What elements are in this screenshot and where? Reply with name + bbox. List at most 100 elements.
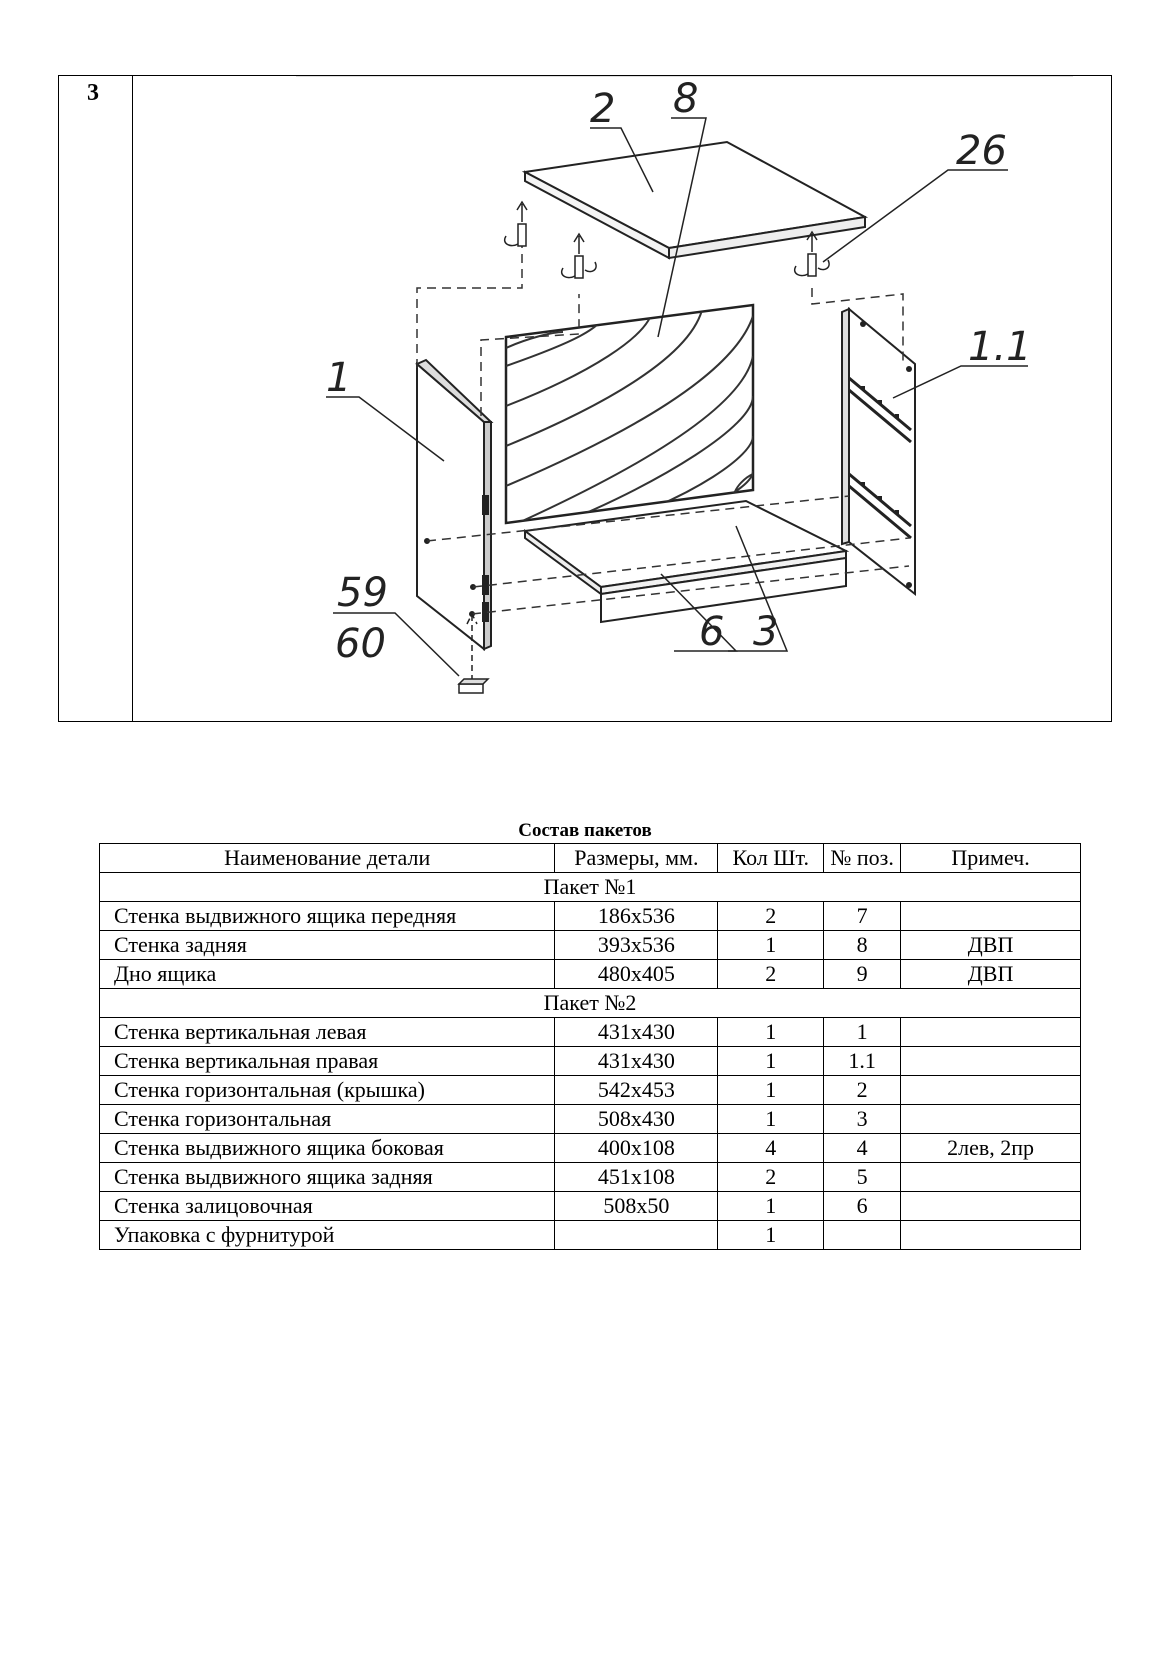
part-dimensions: 480x405	[554, 959, 719, 989]
header-dimensions: Размеры, мм.	[554, 843, 719, 873]
part-position	[823, 1220, 902, 1250]
part-position: 1.1	[823, 1046, 902, 1076]
callout-59: 59	[337, 570, 388, 616]
part-quantity: 1	[717, 1046, 825, 1076]
part-quantity: 2	[717, 959, 825, 989]
part-dimensions: 400x108	[554, 1133, 719, 1163]
table-row: Упаковка с фурнитурой 1	[98, 1220, 1081, 1250]
part-position: 5	[823, 1162, 902, 1192]
table-row: Стенка выдвижного ящика задняя 451x108 2…	[98, 1162, 1081, 1192]
callout-26: 26	[956, 128, 1007, 174]
part-note	[900, 1104, 1081, 1134]
part-name: Упаковка с фурнитурой	[98, 1220, 556, 1250]
part-quantity: 2	[717, 901, 825, 931]
table-row: Стенка горизонтальная 508x430 1 3	[98, 1104, 1081, 1134]
part-name: Дно ящика	[98, 959, 556, 989]
header-note: Примеч.	[900, 843, 1081, 873]
table-row: Стенка вертикальная правая 431x430 1 1.1	[98, 1046, 1081, 1076]
part-quantity: 4	[717, 1133, 825, 1163]
table-row: Стенка выдвижного ящика боковая 400x108 …	[98, 1133, 1081, 1163]
part-dimensions	[554, 1220, 719, 1250]
parts-table: Наименование детали Размеры, мм. Кол Шт.…	[98, 843, 1081, 1250]
package-group-row: Пакет №1	[99, 872, 1081, 902]
header-quantity: Кол Шт.	[717, 843, 825, 873]
part-name: Стенка горизонтальная	[98, 1104, 556, 1134]
part-name: Стенка задняя	[98, 930, 556, 960]
part-dimensions: 451x108	[554, 1162, 719, 1192]
part-dimensions: 431x430	[554, 1017, 719, 1047]
step-number-column: 3	[59, 76, 133, 721]
exploded-assembly-drawing: 2 8 26 1.1 1 59 60 6 3	[133, 76, 1111, 721]
part-quantity: 1	[717, 1017, 825, 1047]
table-title: Состав пакетов	[518, 820, 652, 841]
part-dimensions: 393x536	[554, 930, 719, 960]
part-note	[900, 1075, 1081, 1105]
part-dimensions: 508x430	[554, 1104, 719, 1134]
callout-8: 8	[673, 76, 698, 122]
part-note	[900, 1191, 1081, 1221]
part-position: 3	[823, 1104, 902, 1134]
part-name: Стенка выдвижного ящика боковая	[98, 1133, 556, 1163]
part-dimensions: 508x50	[554, 1191, 719, 1221]
panel-6-facing-strip	[600, 556, 847, 624]
part-quantity: 1	[717, 1104, 825, 1134]
package-group-row: Пакет №2	[99, 988, 1081, 1018]
table-row: Стенка задняя 393x536 1 8 ДВП	[98, 930, 1081, 960]
callout-6: 6	[699, 609, 724, 655]
table-row: Стенка выдвижного ящика передняя 186x536…	[98, 901, 1081, 931]
panel-3-bottom-shelf	[522, 499, 850, 596]
step-number: 3	[87, 80, 99, 106]
table-header-row: Наименование детали Размеры, мм. Кол Шт.…	[98, 843, 1081, 873]
table-row: Стенка залицовочная 508x50 1 6	[98, 1191, 1081, 1221]
callout-3: 3	[753, 609, 778, 655]
panel-2-top-lid	[521, 140, 869, 260]
part-name: Стенка залицовочная	[98, 1191, 556, 1221]
callout-2: 2	[590, 86, 615, 132]
part-quantity: 1	[717, 1191, 825, 1221]
part-quantity: 1	[717, 930, 825, 960]
part-position: 7	[823, 901, 902, 931]
part-note	[900, 901, 1081, 931]
part-quantity: 1	[717, 1075, 825, 1105]
part-quantity: 2	[717, 1162, 825, 1192]
part-note: 2лев, 2пр	[900, 1133, 1081, 1163]
table-row: Стенка вертикальная левая 431x430 1 1	[98, 1017, 1081, 1047]
panel-1-1-right-side	[841, 306, 916, 597]
part-quantity: 1	[717, 1220, 825, 1250]
assembly-drawing-svg: 2 8 26 1.1 1 59 60 6 3	[296, 76, 1073, 694]
part-name: Стенка выдвижного ящика задняя	[98, 1162, 556, 1192]
part-note	[900, 1220, 1081, 1250]
header-position: № поз.	[823, 843, 902, 873]
foot-support-59-60	[457, 612, 490, 694]
part-position: 1	[823, 1017, 902, 1047]
callout-1-1: 1.1	[968, 324, 1032, 370]
part-position: 8	[823, 930, 902, 960]
callout-leader-lines	[326, 117, 1028, 677]
package-label: Пакет №1	[99, 872, 1081, 902]
package-label: Пакет №2	[99, 988, 1081, 1018]
part-dimensions: 186x536	[554, 901, 719, 931]
panel-1-left-side	[415, 358, 494, 652]
part-note	[900, 1046, 1081, 1076]
table-row: Стенка горизонтальная (крышка) 542x453 1…	[98, 1075, 1081, 1105]
part-note	[900, 1017, 1081, 1047]
part-dimensions: 542x453	[554, 1075, 719, 1105]
part-dimensions: 431x430	[554, 1046, 719, 1076]
part-position: 4	[823, 1133, 902, 1163]
callout-1: 1	[326, 355, 351, 401]
part-note	[900, 1162, 1081, 1192]
panel-8-back	[504, 303, 755, 525]
dowel-fasteners-26	[504, 200, 830, 279]
part-name: Стенка вертикальная левая	[98, 1017, 556, 1047]
part-position: 9	[823, 959, 902, 989]
header-part-name: Наименование детали	[98, 843, 556, 873]
part-note: ДВП	[900, 930, 1081, 960]
part-name: Стенка вертикальная правая	[98, 1046, 556, 1076]
part-position: 6	[823, 1191, 902, 1221]
part-position: 2	[823, 1075, 902, 1105]
callout-60: 60	[335, 621, 386, 667]
part-name: Стенка выдвижного ящика передняя	[98, 901, 556, 931]
assembly-step-frame: 3	[58, 75, 1112, 722]
part-name: Стенка горизонтальная (крышка)	[98, 1075, 556, 1105]
assembly-guide-lines	[416, 246, 910, 615]
